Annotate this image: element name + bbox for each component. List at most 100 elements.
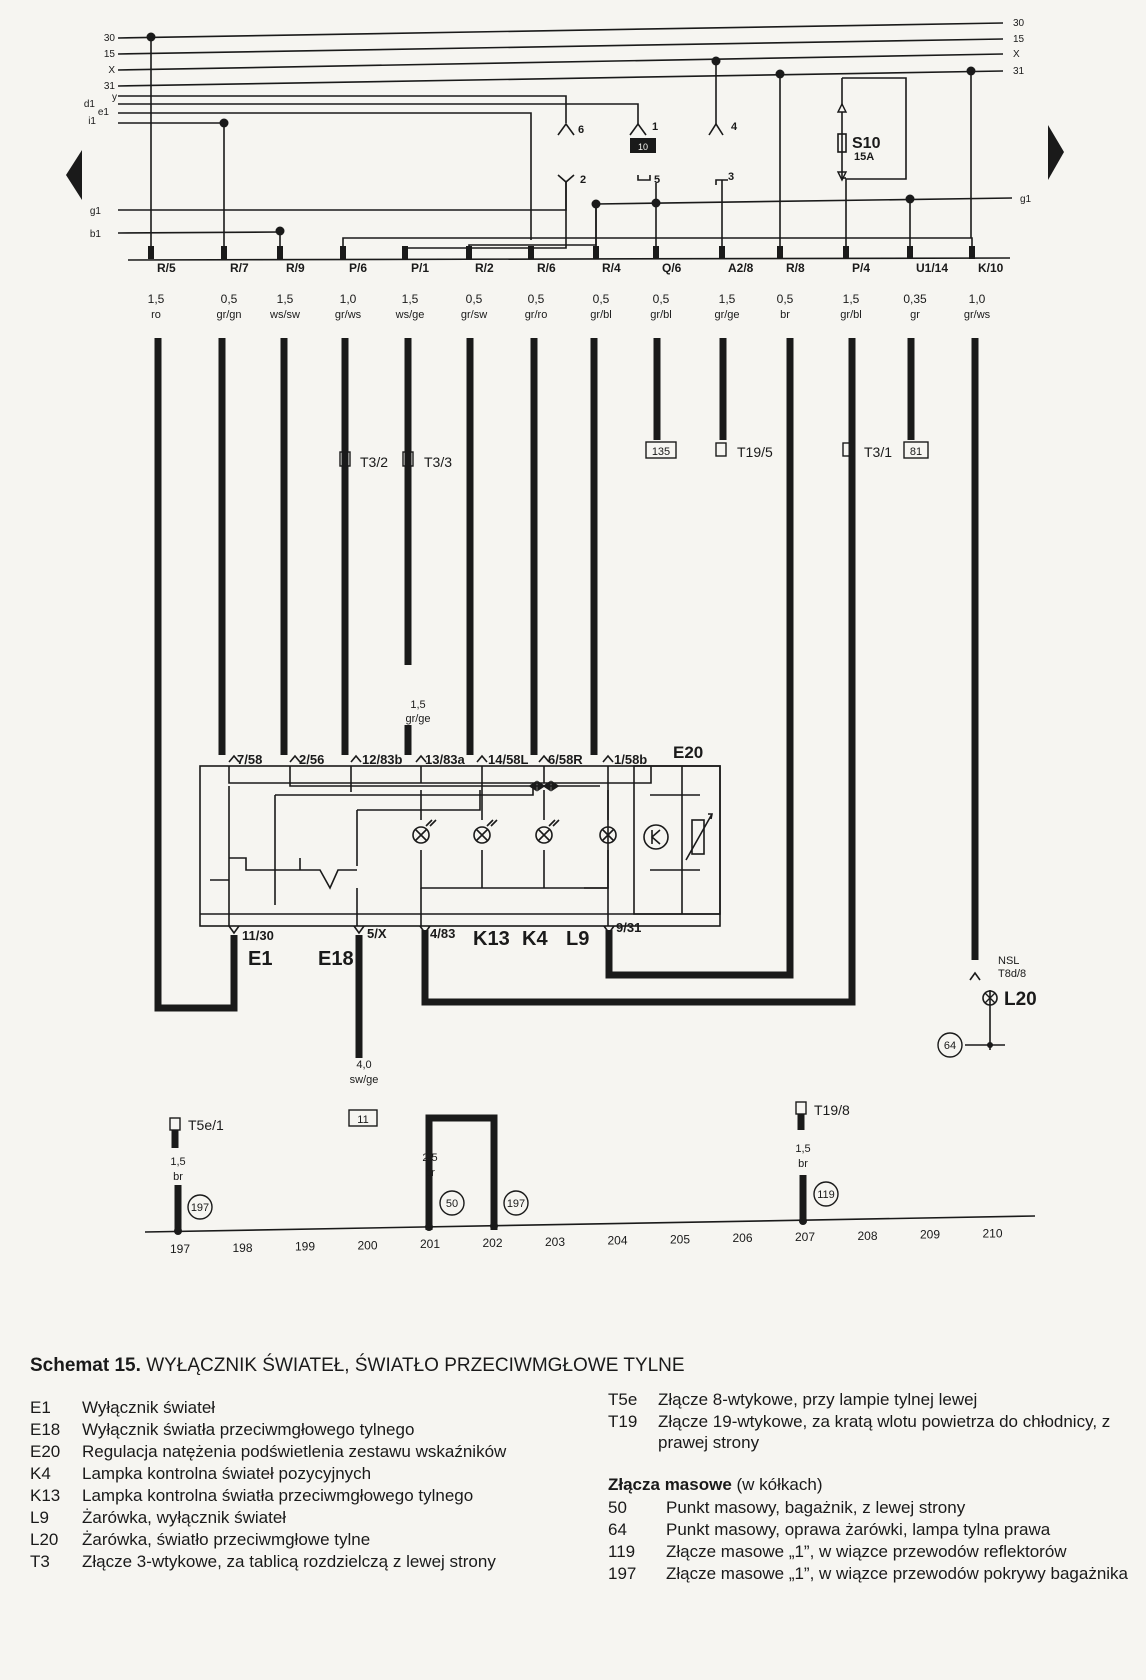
wire-color: gr xyxy=(910,309,920,321)
feeder-wires xyxy=(150,37,973,258)
bulb-l9a-icon xyxy=(535,826,553,844)
pin-2: 2 xyxy=(580,174,586,186)
wire-color: ro xyxy=(151,309,161,321)
bulb-icons xyxy=(412,780,713,861)
switch-name-e20: E20 xyxy=(673,743,703,762)
w197-size: 1,5 xyxy=(170,1156,185,1168)
mid-wire-size: 1,5 xyxy=(410,699,425,711)
legend-description: Punkt masowy, bagażnik, z lewej strony xyxy=(666,1498,966,1517)
wire-color: gr/ws xyxy=(335,309,362,321)
rail-label-d1: d1 xyxy=(84,99,96,110)
wire-color: gr/ge xyxy=(714,309,739,321)
wire-color: gr/bl xyxy=(590,309,611,321)
lamp-arrow xyxy=(969,971,981,981)
pin-5: 5 xyxy=(654,174,660,186)
e18-wire-size: 4,0 xyxy=(356,1059,371,1071)
ground-title: Złącza masowe (w kółkach) xyxy=(608,1475,1138,1495)
wire-size: 0,35 xyxy=(903,292,927,306)
ground-197-b: 197 xyxy=(507,1198,525,1210)
ref-t3-1: T3/1 xyxy=(864,444,892,460)
rheostat-icon xyxy=(691,819,705,855)
ref-t3-3: T3/3 xyxy=(424,454,452,470)
legend-description: Złącze masowe „1”, w wiązce przewodów re… xyxy=(666,1542,1067,1561)
legend-row: T19 Złącze 19-wtykowe, za kratą wlotu pow… xyxy=(608,1411,1138,1453)
previous-page-arrow-icon[interactable] xyxy=(66,150,82,200)
connector-pin-marker xyxy=(907,246,913,259)
column-number: 199 xyxy=(295,1240,315,1254)
ground-64-circle xyxy=(937,1032,963,1058)
legend-description: Punkt masowy, oprawa żarówki, lampa tyln… xyxy=(666,1520,1051,1539)
power-rails xyxy=(117,22,1013,240)
legend-code: L9 xyxy=(30,1508,49,1527)
legend-code: T3 xyxy=(30,1552,50,1571)
connector-label: R/4 xyxy=(602,261,621,275)
legend-code: 64 xyxy=(608,1520,627,1539)
ground-197: 197 xyxy=(191,1202,209,1214)
legend-code: T19 xyxy=(608,1412,638,1431)
w201-size: 2,5 xyxy=(422,1152,437,1164)
column-number: 204 xyxy=(607,1234,627,1248)
rail-label-g1: g1 xyxy=(90,206,102,217)
legend-title-bold: Schemat 15. xyxy=(30,1355,141,1376)
lamp-nsl: NSL xyxy=(998,955,1019,967)
ref-11-box xyxy=(348,1109,378,1127)
column-number: 205 xyxy=(670,1232,690,1246)
rail-label-x: X xyxy=(108,65,115,76)
rail-label-15-right: 15 xyxy=(1013,34,1025,45)
wire-color: gr/ro xyxy=(525,309,548,321)
mid-references: 135 T19/5 T3/1 81 T3/2 T3/3 xyxy=(339,441,929,470)
relay-slot-box xyxy=(630,138,656,153)
component-e1: E1 xyxy=(248,948,272,970)
rail-label-x-right: X xyxy=(1013,49,1020,60)
term-12-83b: 12/83b xyxy=(362,752,403,767)
pin-4: 4 xyxy=(731,121,738,133)
wire-color: ws/ge xyxy=(395,309,425,321)
wire-size: 1,5 xyxy=(843,292,860,306)
wire-color: gr/sw xyxy=(461,309,487,321)
conn-t19-8: T19/8 xyxy=(814,1102,850,1118)
column-number: 198 xyxy=(232,1241,252,1255)
legend-title-text: WYŁĄCZNIK ŚWIATEŁ, ŚWIATŁO PRZECIWMGŁOWE… xyxy=(146,1355,685,1376)
connector-label: R/5 xyxy=(157,261,176,275)
connector-label: P/6 xyxy=(349,261,367,275)
legend-code: E18 xyxy=(30,1420,61,1439)
legend-description: Wyłącznik świateł xyxy=(82,1398,216,1417)
legend-description: Złącze 3-wtykowe, za tablicą rozdzielczą… xyxy=(82,1552,496,1571)
pin-stubs xyxy=(557,122,728,185)
w201-color: br xyxy=(425,1167,435,1179)
column-number: 197 xyxy=(170,1242,190,1256)
fuse-rating: 15A xyxy=(854,151,874,163)
connector-label: Q/6 xyxy=(662,261,682,275)
connector-pin-marker xyxy=(593,246,599,259)
legend-description: Żarówka, światło przeciwmgłowe tylne xyxy=(82,1530,371,1549)
legend-description: Złącze 8-wtykowe, przy lampie tylnej lew… xyxy=(658,1390,978,1409)
legend-code: 119 xyxy=(608,1542,636,1561)
wire-color: gr/gn xyxy=(216,309,241,321)
column-number: 207 xyxy=(795,1230,815,1244)
legend-code: 197 xyxy=(608,1564,637,1583)
legend-code: L20 xyxy=(30,1530,59,1549)
lamp-name: L20 xyxy=(1004,989,1037,1010)
ref-t3-2: T3/2 xyxy=(360,454,388,470)
fuse-name: S10 xyxy=(852,135,881,152)
connector-pin-marker xyxy=(777,246,783,259)
legend-description: Złącze 19-wtykowe, za kratą wlotu powiet… xyxy=(658,1412,1111,1452)
bulb-k13-icon xyxy=(412,826,430,844)
connector-pin-marker xyxy=(653,246,659,259)
wire-size: 0,5 xyxy=(221,292,238,306)
next-page-arrow-icon[interactable] xyxy=(1048,125,1064,180)
legend-description: Lampka kontrolna światła przeciwmgłowego… xyxy=(82,1486,474,1505)
conn-t5e-1: T5e/1 xyxy=(188,1117,224,1133)
legend-code: E1 xyxy=(30,1398,51,1417)
